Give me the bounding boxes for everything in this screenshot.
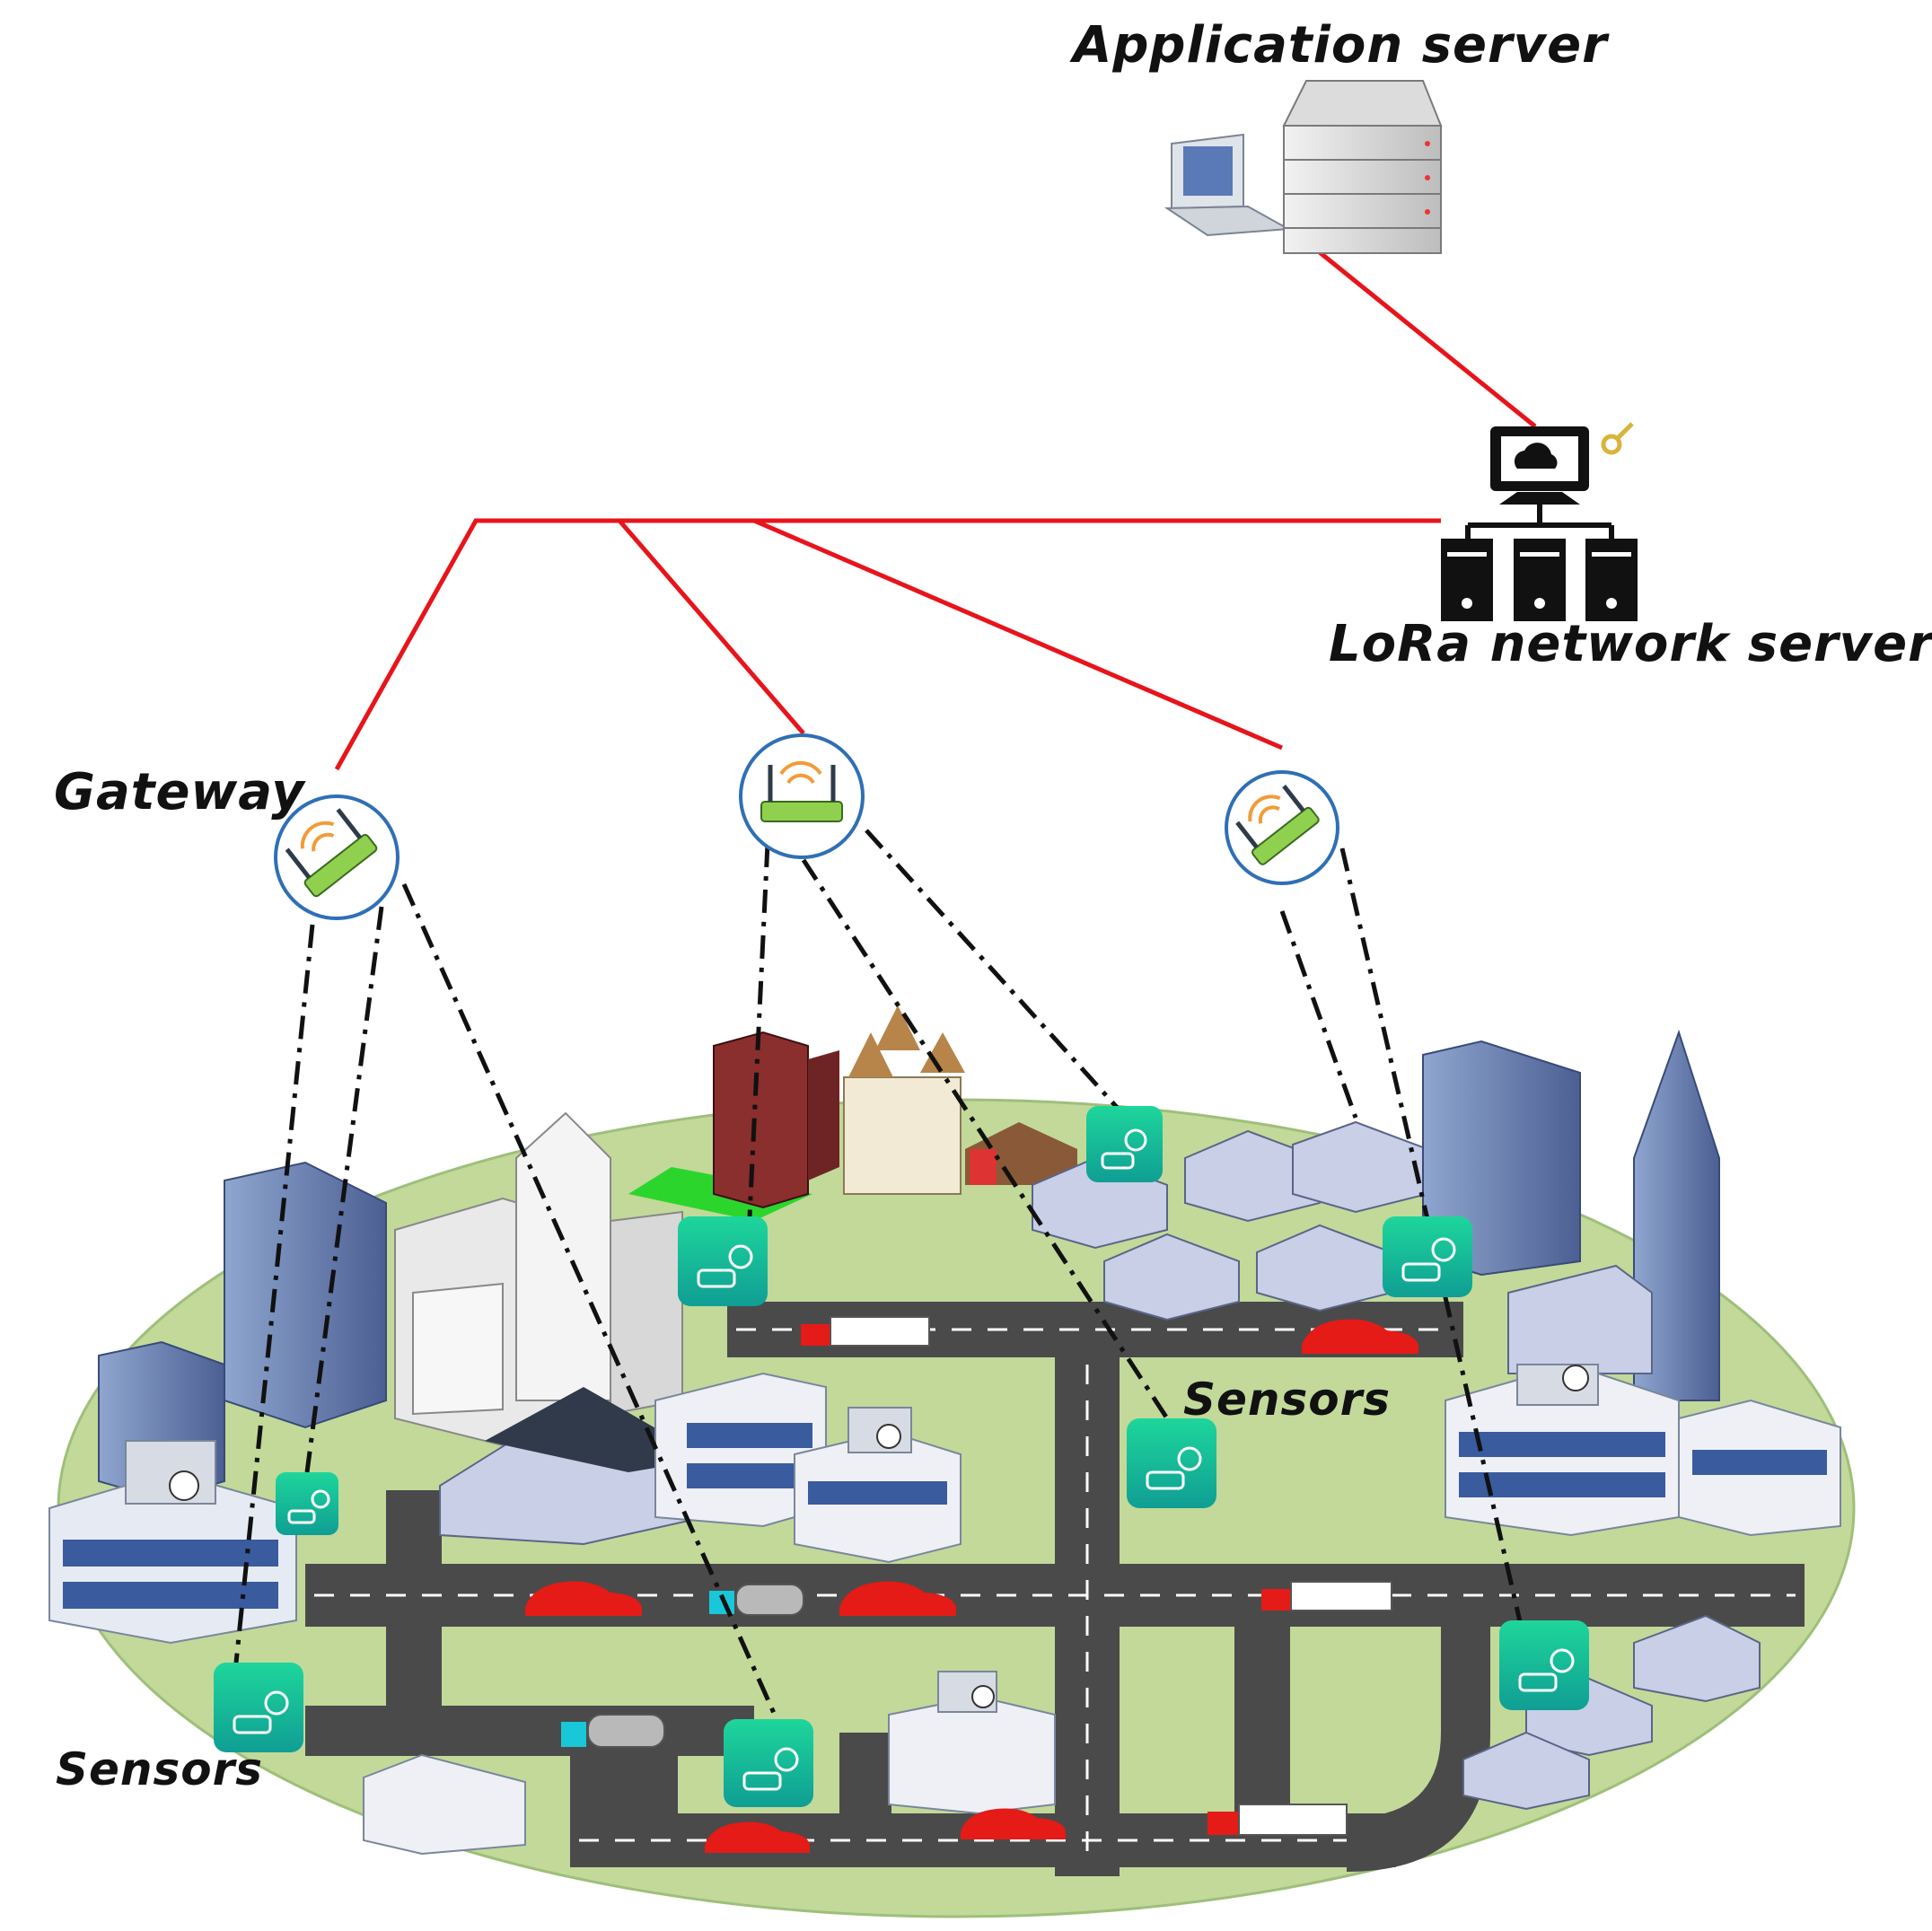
sensor-nodes — [214, 1106, 1589, 1807]
lora-network-server-label: LoRa network server — [1329, 615, 1932, 673]
parking-sensor-icon[interactable] — [1127, 1418, 1216, 1508]
lora-gateway-icon — [1235, 785, 1320, 865]
workstation-icon — [1164, 133, 1292, 237]
office-building-left — [48, 1440, 297, 1645]
parking-sensor-icon[interactable] — [214, 1663, 303, 1752]
office-building-clock-right — [1445, 1363, 1841, 1537]
gateway-right[interactable] — [1225, 770, 1339, 885]
car — [839, 1581, 956, 1616]
parking-sensor-icon[interactable] — [276, 1472, 338, 1535]
tanker-truck — [709, 1584, 804, 1616]
truck — [1208, 1804, 1348, 1836]
office-building-center — [654, 1372, 827, 1528]
houses-right-upper — [1032, 1120, 1428, 1321]
central-landmarks — [628, 1005, 1077, 1221]
car — [1302, 1319, 1418, 1354]
application-server[interactable] — [1164, 80, 1443, 254]
gateway-left[interactable] — [274, 794, 400, 920]
gateway-center[interactable] — [739, 733, 865, 859]
towers-right — [1422, 1029, 1720, 1401]
lora-network-server[interactable] — [1441, 422, 1638, 621]
tanker-truck — [561, 1714, 665, 1748]
office-building-bottom — [363, 1671, 1056, 1856]
parking-sensor-icon[interactable] — [1499, 1620, 1589, 1710]
gateway-label: Gateway — [54, 763, 305, 821]
city-roads — [305, 1302, 1805, 1876]
car — [705, 1821, 810, 1853]
parking-sensor-icon[interactable] — [1383, 1216, 1472, 1297]
parking-sensor-icon[interactable] — [678, 1216, 768, 1306]
parking-sensor-icon[interactable] — [724, 1719, 813, 1807]
truck — [1261, 1581, 1392, 1611]
car — [961, 1808, 1066, 1839]
backhaul-links — [334, 236, 1537, 771]
office-building-clock-center — [794, 1407, 962, 1564]
server-rack-icon — [1282, 80, 1443, 254]
truck — [801, 1316, 930, 1347]
parking-sensor-icon[interactable] — [1086, 1106, 1163, 1182]
key-icon — [1601, 422, 1634, 455]
sensors-label-right: Sensors — [1183, 1374, 1392, 1426]
application-server-label: Application server — [1073, 16, 1608, 75]
sensors-label-left: Sensors — [56, 1743, 264, 1795]
lora-gateway-icon — [760, 760, 843, 822]
vehicles — [525, 1316, 1418, 1853]
car — [525, 1581, 642, 1616]
lora-gateway-icon — [285, 808, 378, 898]
